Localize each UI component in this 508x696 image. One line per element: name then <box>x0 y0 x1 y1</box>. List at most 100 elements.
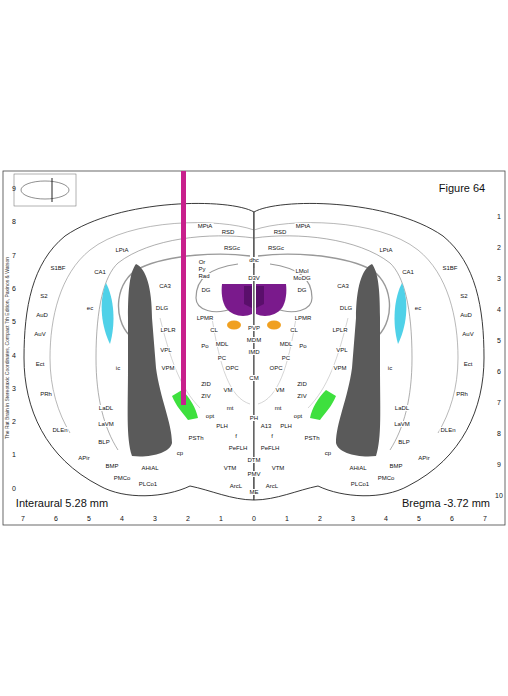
region-label: RSGc <box>223 245 241 251</box>
axis-number: 3 <box>153 515 157 522</box>
region-label: VPM <box>332 365 347 371</box>
region-label: PSTh <box>187 435 204 441</box>
region-label: PSTh <box>303 435 320 441</box>
region-label: Or <box>198 259 207 265</box>
region-label: dhc <box>248 257 260 263</box>
axis-number: 6 <box>450 515 454 522</box>
region-label: ec <box>86 305 94 311</box>
region-label: MDL <box>279 341 294 347</box>
region-label: DLEn <box>51 427 68 433</box>
region-label: ec <box>414 305 422 311</box>
axis-number: 3 <box>497 275 501 282</box>
region-label: AHiAL <box>140 465 159 471</box>
region-label: VTM <box>223 465 238 471</box>
region-label: Po <box>298 343 307 349</box>
axis-number: 0 <box>252 515 256 522</box>
region-label: OPC <box>224 365 239 371</box>
region-label: DTM <box>247 457 262 463</box>
region-label: Ect <box>35 361 46 367</box>
inset-box <box>14 174 76 206</box>
axis-number: 9 <box>497 461 501 468</box>
region-label: LaDL <box>394 405 410 411</box>
axis-number: 5 <box>417 515 421 522</box>
region-label: BMP <box>104 463 119 469</box>
region-label: PLCo1 <box>138 481 158 487</box>
region-label: RSD <box>273 229 288 235</box>
axis-number: 8 <box>497 430 501 437</box>
axis-number: 1 <box>497 213 501 220</box>
region-label: MPtA <box>295 223 312 229</box>
copyright-note: The Rat Brain in Stereotaxic Coordinates… <box>5 257 10 439</box>
region-label: CA1 <box>401 269 415 275</box>
region-label: PRh <box>39 391 53 397</box>
region-label: LPMR <box>294 315 313 321</box>
region-label: S2 <box>39 293 48 299</box>
region-label: DG <box>201 287 212 293</box>
region-label: RSGc <box>267 245 285 251</box>
axis-number: 4 <box>120 515 124 522</box>
region-label: VM <box>275 387 286 393</box>
axis-number: 3 <box>12 384 16 391</box>
region-label: PLH <box>215 423 229 429</box>
region-label: ic <box>387 365 393 371</box>
region-label: PC <box>217 355 227 361</box>
axis-number: 1 <box>285 515 289 522</box>
region-label: MoDG <box>292 275 311 281</box>
coordinate-caption: Interaural 5.28 mm <box>16 498 108 509</box>
region-label: PMCo <box>113 475 132 481</box>
region-label: BLP <box>397 439 410 445</box>
region-label: VTM <box>271 465 286 471</box>
region-label: LPtA <box>114 247 129 253</box>
region-label: PeFLH <box>228 445 249 451</box>
inset-brain <box>21 181 69 199</box>
region-label: opt <box>205 413 215 419</box>
region-label: VPL <box>159 347 172 353</box>
region-label: CA3 <box>158 283 172 289</box>
axis-number: 7 <box>12 251 16 258</box>
axis-number: 4 <box>384 515 388 522</box>
region-label: MPtA <box>197 223 214 229</box>
region-label: AuD <box>35 312 49 318</box>
region-label: MDM <box>246 337 262 343</box>
region-label: mt <box>274 405 283 411</box>
region-label: LPLR <box>331 327 348 333</box>
inset-section-line <box>52 178 53 202</box>
region-label: PLH <box>279 423 293 429</box>
region-label: ArcL <box>229 483 243 489</box>
axis-number: 9 <box>12 185 16 192</box>
axis-number: 7 <box>483 515 487 522</box>
axis-number: 2 <box>186 515 190 522</box>
region-label: cp <box>324 450 332 456</box>
region-label: LMol <box>294 268 309 274</box>
region-label: Rad <box>197 273 210 279</box>
axis-number: 5 <box>12 318 16 325</box>
region-label: OPC <box>268 365 283 371</box>
region-label: S2 <box>459 293 468 299</box>
right-hemisphere <box>254 203 484 500</box>
region-label: mt <box>226 405 235 411</box>
axis-number: 3 <box>351 515 355 522</box>
axis-number: 10 <box>495 492 503 499</box>
axis-number: 4 <box>12 351 16 358</box>
region-label: PMCo <box>377 475 396 481</box>
region-label: ic <box>115 365 121 371</box>
region-label: A13 <box>260 423 273 429</box>
axis-number: 6 <box>12 284 16 291</box>
region-label: RSD <box>221 229 236 235</box>
figure-title: Figure 64 <box>439 183 485 194</box>
axis-number: 8 <box>12 218 16 225</box>
region-label: CL <box>289 327 299 333</box>
region-label: LaDL <box>98 405 114 411</box>
region-label: CL <box>209 327 219 333</box>
region-label: VPL <box>335 347 348 353</box>
axis-number: 6 <box>54 515 58 522</box>
region-label: AuD <box>459 312 473 318</box>
region-label: MDL <box>215 341 230 347</box>
region-label: PMV <box>246 471 261 477</box>
region-label: Po <box>200 343 209 349</box>
region-label: f <box>270 433 274 439</box>
region-label: opt <box>293 413 303 419</box>
region-label: VM <box>223 387 234 393</box>
